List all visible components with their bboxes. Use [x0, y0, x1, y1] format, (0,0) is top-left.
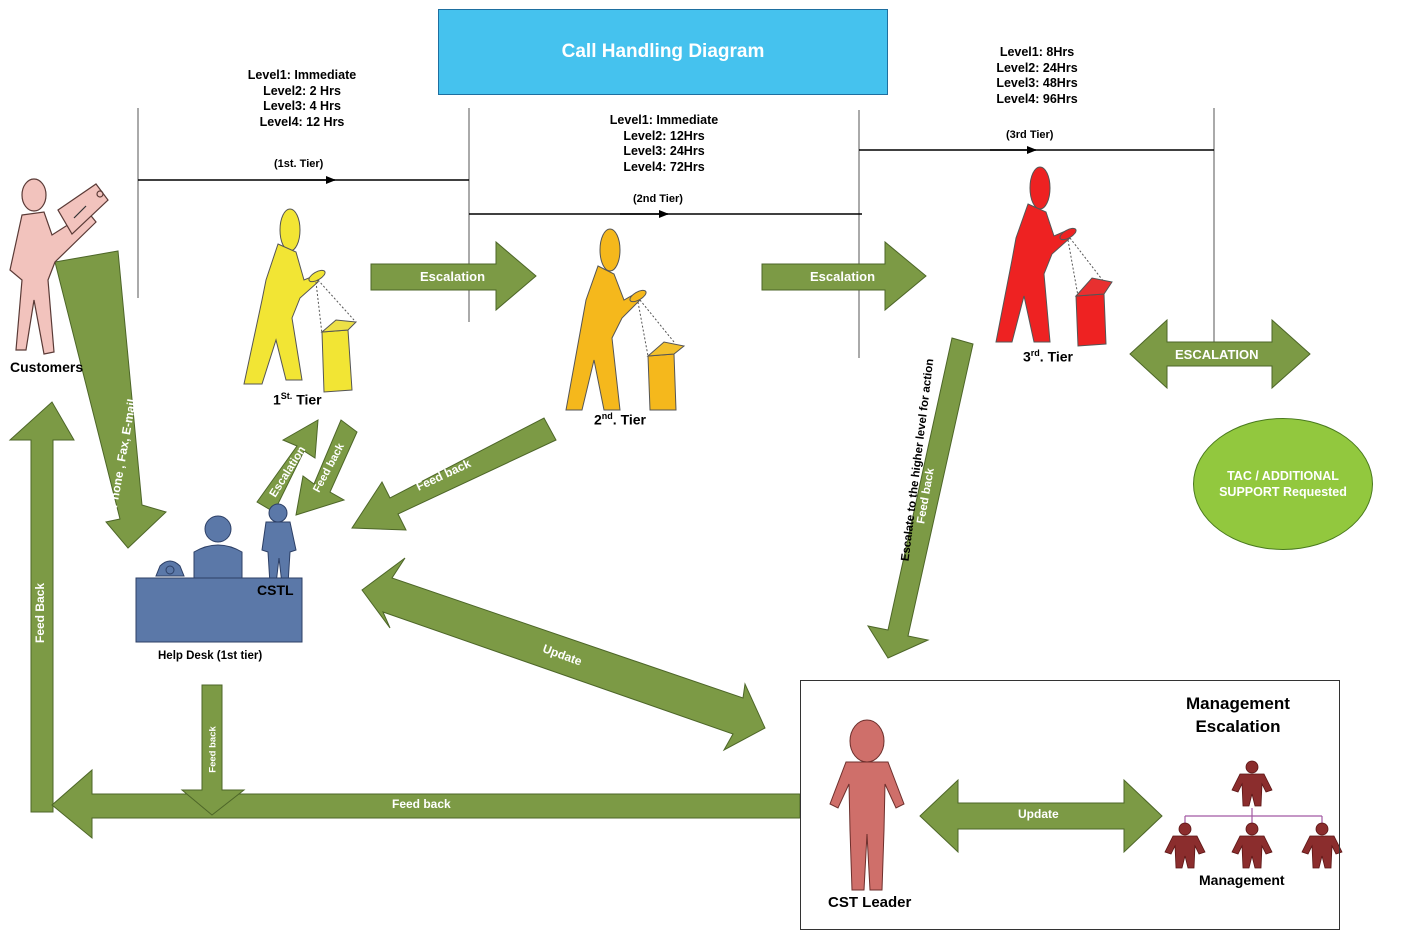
manager-figure-top — [1231, 760, 1273, 807]
tier2-sla-level2: Level2: 12Hrs — [623, 128, 705, 143]
escalation-arrow-2-label: Escalation — [810, 269, 876, 284]
help-desk — [135, 503, 303, 643]
tier3-sla-level1: Level1: 8Hrs — [999, 45, 1075, 59]
diagram-title: Call Handling Diagram — [438, 9, 888, 95]
tier-span-lines — [138, 146, 1214, 218]
customers-label: Customers — [10, 359, 84, 375]
tier3-sla-level4: Level4: 96Hrs — [996, 91, 1078, 106]
agent-body — [193, 544, 243, 579]
help-desk-down-feedback-arrow — [180, 684, 246, 816]
tac-line1: TAC / ADDITIONAL — [1227, 469, 1339, 483]
tier2-sla-level1: Level1: Immediate — [609, 113, 719, 127]
cstl-body — [261, 521, 297, 585]
tier3-line-label: (3rd Tier) — [1006, 129, 1054, 141]
tier3-figure — [995, 166, 1113, 347]
escalation-arrow-2 — [761, 240, 927, 312]
update-mgmt-arrow — [919, 778, 1163, 854]
escalation-arrow-1-label: Escalation — [420, 269, 486, 284]
tier1-sla-block: Level1: Immediate Level2: 2 Hrs Level3: … — [238, 68, 366, 130]
tier2-figure — [565, 228, 686, 411]
tier1-figure-label: 1St. Tier — [273, 391, 322, 408]
bottom-feedback-label: Feed back — [392, 797, 451, 811]
tier2-sla-level4: Level4: 72Hrs — [623, 159, 705, 174]
tier1-sla-level4: Level4: 12 Hrs — [259, 114, 345, 129]
management-label: Management — [1199, 872, 1285, 888]
management-escalation-line1: Management — [1186, 694, 1290, 713]
tier1-sla-level1: Level1: Immediate — [247, 68, 357, 82]
customers-feedback-arrow — [8, 401, 75, 813]
diagram-title-text: Call Handling Diagram — [561, 41, 765, 62]
tier1-figure — [243, 208, 358, 393]
customer-figure — [9, 178, 109, 355]
management-escalation-title: Management Escalation — [1186, 692, 1290, 738]
tier3-figure-label: 3rd. Tier — [1023, 348, 1073, 365]
tier1-line-label: (1st. Tier) — [274, 158, 324, 170]
tier2-sla-block: Level1: Immediate Level2: 12Hrs Level3: … — [598, 113, 730, 175]
escalation-arrow-3-label: ESCALATION — [1175, 347, 1259, 362]
tier1-sla-level3: Level3: 4 Hrs — [263, 99, 341, 113]
telephone-icon — [155, 560, 185, 577]
escalation-arrow-1 — [370, 240, 537, 312]
manager-figure-2 — [1231, 822, 1273, 869]
tier2-line-label: (2nd Tier) — [633, 193, 683, 205]
tier3-sla-level2: Level2: 24Hrs — [996, 60, 1078, 75]
help-desk-label: Help Desk (1st tier) — [158, 650, 263, 662]
tier2-sla-level3: Level3: 24Hrs — [623, 144, 705, 158]
tier3-sla-block: Level1: 8Hrs Level2: 24Hrs Level3: 48Hrs… — [985, 45, 1089, 107]
tier2-feedback-arrow — [351, 417, 557, 531]
cst-leader-label: CST Leader — [828, 894, 912, 911]
manager-figure-3 — [1301, 822, 1343, 869]
update-mgmt-label: Update — [1018, 807, 1059, 821]
update-main-arrow — [361, 557, 766, 752]
help-desk-escalation-arrow — [256, 419, 319, 513]
cstl-head — [268, 503, 288, 523]
tac-line2: SUPPORT Requested — [1219, 485, 1347, 499]
tier1-sla-level2: Level2: 2 Hrs — [263, 83, 341, 98]
customers-feedback-label: Feed Back — [33, 582, 47, 644]
management-org-chart — [1164, 760, 1343, 869]
help-desk-down-feedback-label: Feed back — [207, 726, 219, 773]
management-escalation-line2: Escalation — [1195, 717, 1281, 736]
tac-additional-support-ellipse: TAC / ADDITIONAL SUPPORT Requested — [1193, 418, 1373, 550]
tier2-figure-label: 2nd. Tier — [594, 411, 646, 428]
escalation-arrow-3 — [1129, 318, 1311, 390]
help-desk-feedback-arrow — [295, 419, 358, 516]
agent-head — [204, 515, 232, 543]
manager-figure-1 — [1164, 822, 1206, 869]
cstl-label: CSTL — [257, 582, 294, 598]
tier3-sla-level3: Level3: 48Hrs — [996, 76, 1078, 90]
notification-arrow — [54, 250, 167, 549]
cst-leader-figure — [829, 719, 905, 891]
desk — [135, 577, 303, 643]
tier3-escalate-feedback-arrow — [866, 337, 974, 659]
bottom-feedback-arrow — [51, 768, 801, 840]
